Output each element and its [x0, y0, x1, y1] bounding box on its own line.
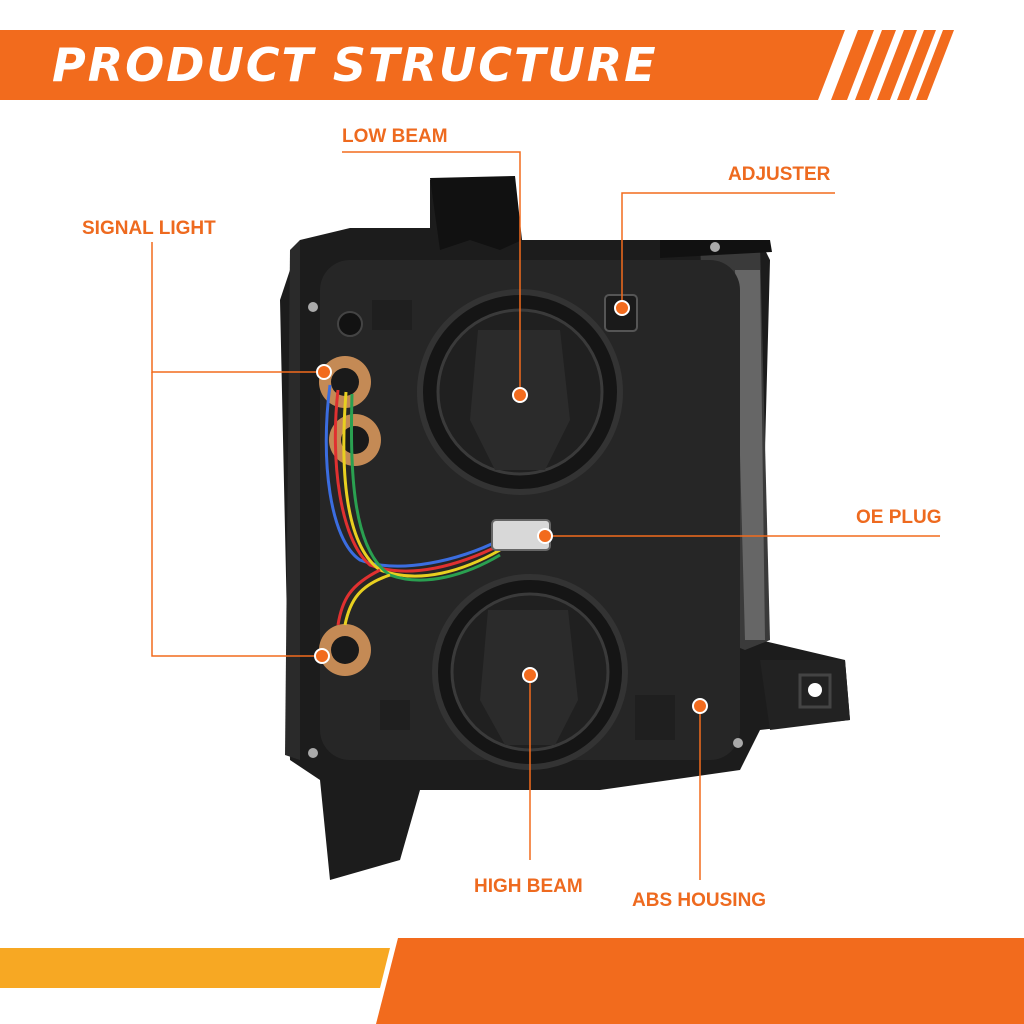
leader-low-beam: [342, 151, 521, 395]
label-adjuster: ADJUSTER: [728, 164, 831, 185]
label-high-beam: HIGH BEAM: [474, 876, 583, 897]
label-abs-housing: ABS HOUSING: [632, 890, 767, 911]
page-title: PRODUCT STRUCTURE: [52, 38, 658, 92]
leader-adjuster: [621, 192, 835, 308]
label-low-beam: LOW BEAM: [342, 126, 448, 147]
header-banner: [0, 30, 954, 100]
footer-stripes: [0, 938, 1024, 1024]
label-oe-plug: OE PLUG: [856, 507, 942, 528]
label-signal-light: SIGNAL LIGHT: [82, 218, 216, 239]
leader-signal-bottom: [151, 372, 322, 657]
